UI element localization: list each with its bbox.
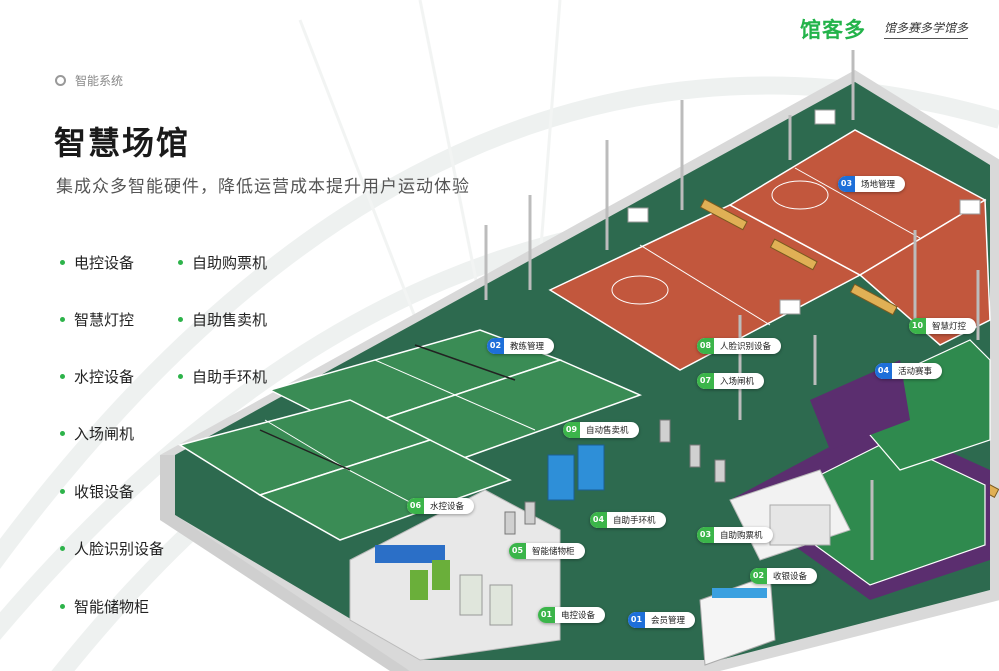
circle-icon bbox=[55, 75, 66, 86]
bullet-icon bbox=[178, 317, 183, 322]
page-title: 智慧场馆 bbox=[54, 124, 191, 162]
feature-item: 自助手环机 bbox=[178, 366, 267, 387]
bullet-icon bbox=[60, 260, 65, 265]
gates bbox=[504, 419, 726, 535]
feature-item: 入场闸机 bbox=[60, 423, 134, 444]
feature-item: 人脸识别设备 bbox=[60, 538, 164, 559]
breadcrumb: 智能系统 bbox=[55, 72, 123, 89]
logo-slogan: 馆多赛多学馆多 bbox=[884, 19, 969, 39]
feature-item: 自助购票机 bbox=[178, 252, 267, 273]
page-subtitle: 集成众多智能硬件，降低运营成本提升用户运动体验 bbox=[56, 177, 470, 197]
breadcrumb-label: 智能系统 bbox=[75, 74, 124, 88]
bullet-icon bbox=[60, 489, 65, 494]
feature-item: 水控设备 bbox=[60, 366, 134, 387]
bullet-icon bbox=[178, 374, 183, 379]
feature-item: 智慧灯控 bbox=[60, 309, 134, 330]
brand-logo: 馆客多 馆多赛多学馆多 bbox=[800, 14, 969, 44]
bullet-icon bbox=[60, 317, 65, 322]
logo-mark: 馆客多 bbox=[800, 18, 866, 42]
feature-item: 电控设备 bbox=[60, 252, 134, 273]
vending-machine bbox=[547, 444, 605, 501]
bullet-icon bbox=[60, 546, 65, 551]
bullet-icon bbox=[178, 260, 183, 265]
light-poles bbox=[484, 50, 980, 560]
bullet-icon bbox=[60, 431, 65, 436]
bullet-icon bbox=[60, 374, 65, 379]
feature-item: 收银设备 bbox=[60, 481, 134, 502]
badminton-courts bbox=[178, 329, 643, 541]
bullet-icon bbox=[60, 604, 65, 609]
feature-item: 智能储物柜 bbox=[60, 596, 149, 617]
feature-item: 自助售卖机 bbox=[178, 309, 267, 330]
